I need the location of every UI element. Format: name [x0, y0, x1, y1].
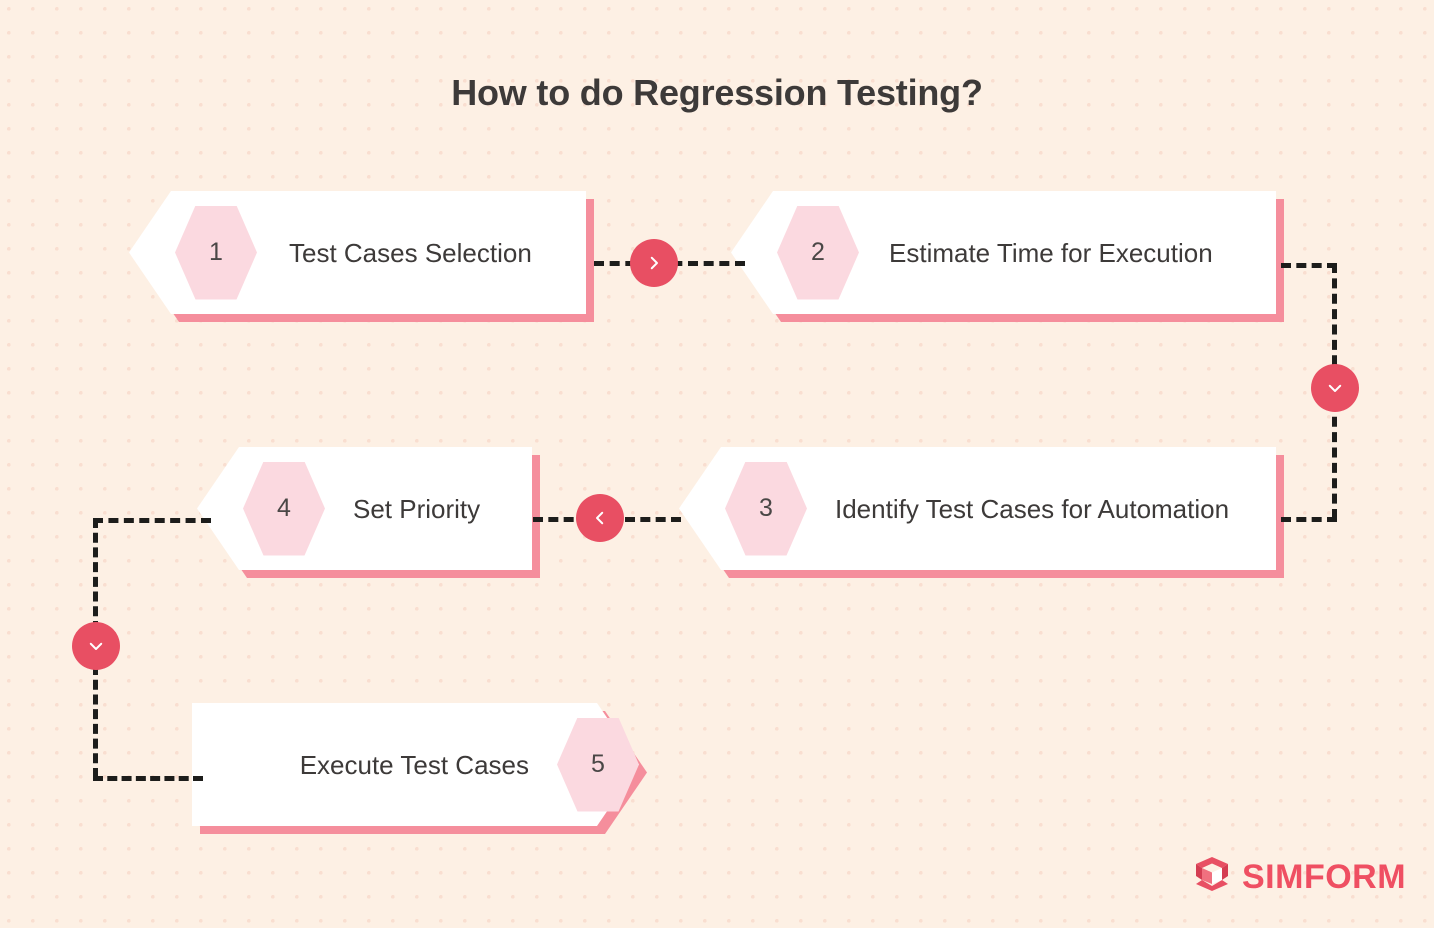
step-number-3: 3 — [759, 494, 773, 522]
page-title: How to do Regression Testing? — [451, 72, 983, 113]
step-number-5: 5 — [591, 750, 605, 778]
connector-line-step4-out — [93, 518, 211, 523]
connector-chevron-right-icon-step1-step2[interactable] — [630, 239, 678, 287]
step-number-2: 2 — [811, 238, 825, 266]
step-card-2[interactable]: 2 Estimate Time for Execution — [731, 191, 1284, 322]
connector-line-step3-in — [1281, 517, 1337, 522]
step-label-2: Estimate Time for Execution — [889, 237, 1213, 268]
connector-chevron-left-icon-step3-step4[interactable] — [576, 494, 624, 542]
step-label-4: Set Priority — [353, 493, 481, 524]
step-label-5: Execute Test Cases — [299, 749, 529, 780]
step-number-1: 1 — [209, 238, 223, 266]
brand-name: SIMFORM — [1242, 857, 1407, 896]
step-card-1[interactable]: 1 Test Cases Selection — [129, 191, 594, 322]
step-label-3: Identify Test Cases for Automation — [835, 493, 1230, 524]
simform-logo-icon — [1192, 855, 1232, 898]
step-card-4[interactable]: 4 Set Priority — [197, 447, 540, 578]
step-number-4: 4 — [277, 494, 291, 522]
brand-logo[interactable]: SIMFORM — [1192, 855, 1406, 898]
connector-chevron-down-icon-step4-step5[interactable] — [72, 622, 120, 670]
step-number-hexagon-3: 3 — [725, 461, 807, 556]
connector-chevron-down-icon-step2-step3[interactable] — [1311, 364, 1359, 412]
connector-line-step5-in — [93, 776, 203, 781]
step-card-5[interactable]: Execute Test Cases 5 — [192, 711, 639, 834]
step-card-3[interactable]: 3 Identify Test Cases for Automation — [679, 447, 1284, 578]
step-label-1: Test Cases Selection — [289, 237, 532, 268]
connector-line-step2-out — [1281, 263, 1337, 268]
step-number-hexagon-5: 5 — [557, 717, 639, 812]
step-number-hexagon-2: 2 — [777, 205, 859, 300]
step-number-hexagon-1: 1 — [175, 205, 257, 300]
step-number-hexagon-4: 4 — [243, 461, 325, 556]
